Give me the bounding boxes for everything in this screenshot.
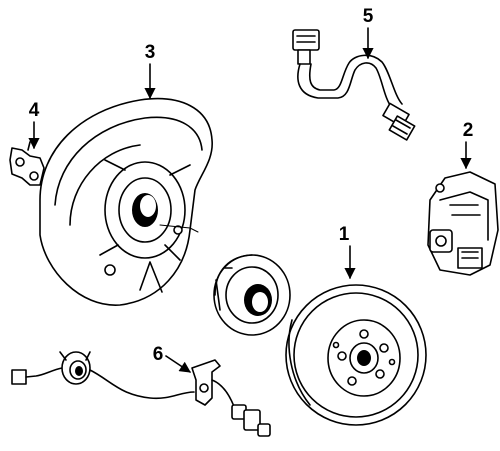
dust-shield-icon xyxy=(39,97,213,306)
callout-4: 4 xyxy=(28,100,40,150)
callout-3: 3 xyxy=(144,42,156,100)
callout-label-1: 1 xyxy=(339,224,350,245)
callout-label-2: 2 xyxy=(463,120,474,141)
hub-bearing-icon xyxy=(213,254,291,336)
sensor-connector-icon xyxy=(11,351,91,385)
callout-1: 1 xyxy=(339,224,356,280)
callout-label-6: 6 xyxy=(153,344,164,365)
callout-label-3: 3 xyxy=(145,42,156,63)
callout-5: 5 xyxy=(362,6,374,60)
abs-sensor-icon xyxy=(89,359,271,437)
callout-6: 6 xyxy=(153,344,191,373)
brake-caliper-icon xyxy=(427,171,499,276)
brake-hose-icon xyxy=(292,29,416,141)
brake-rotor-icon xyxy=(285,284,427,426)
callout-label-5: 5 xyxy=(363,6,374,27)
callout-label-4: 4 xyxy=(29,100,40,121)
callout-2: 2 xyxy=(460,120,474,170)
bracket-clip-icon xyxy=(9,141,45,186)
